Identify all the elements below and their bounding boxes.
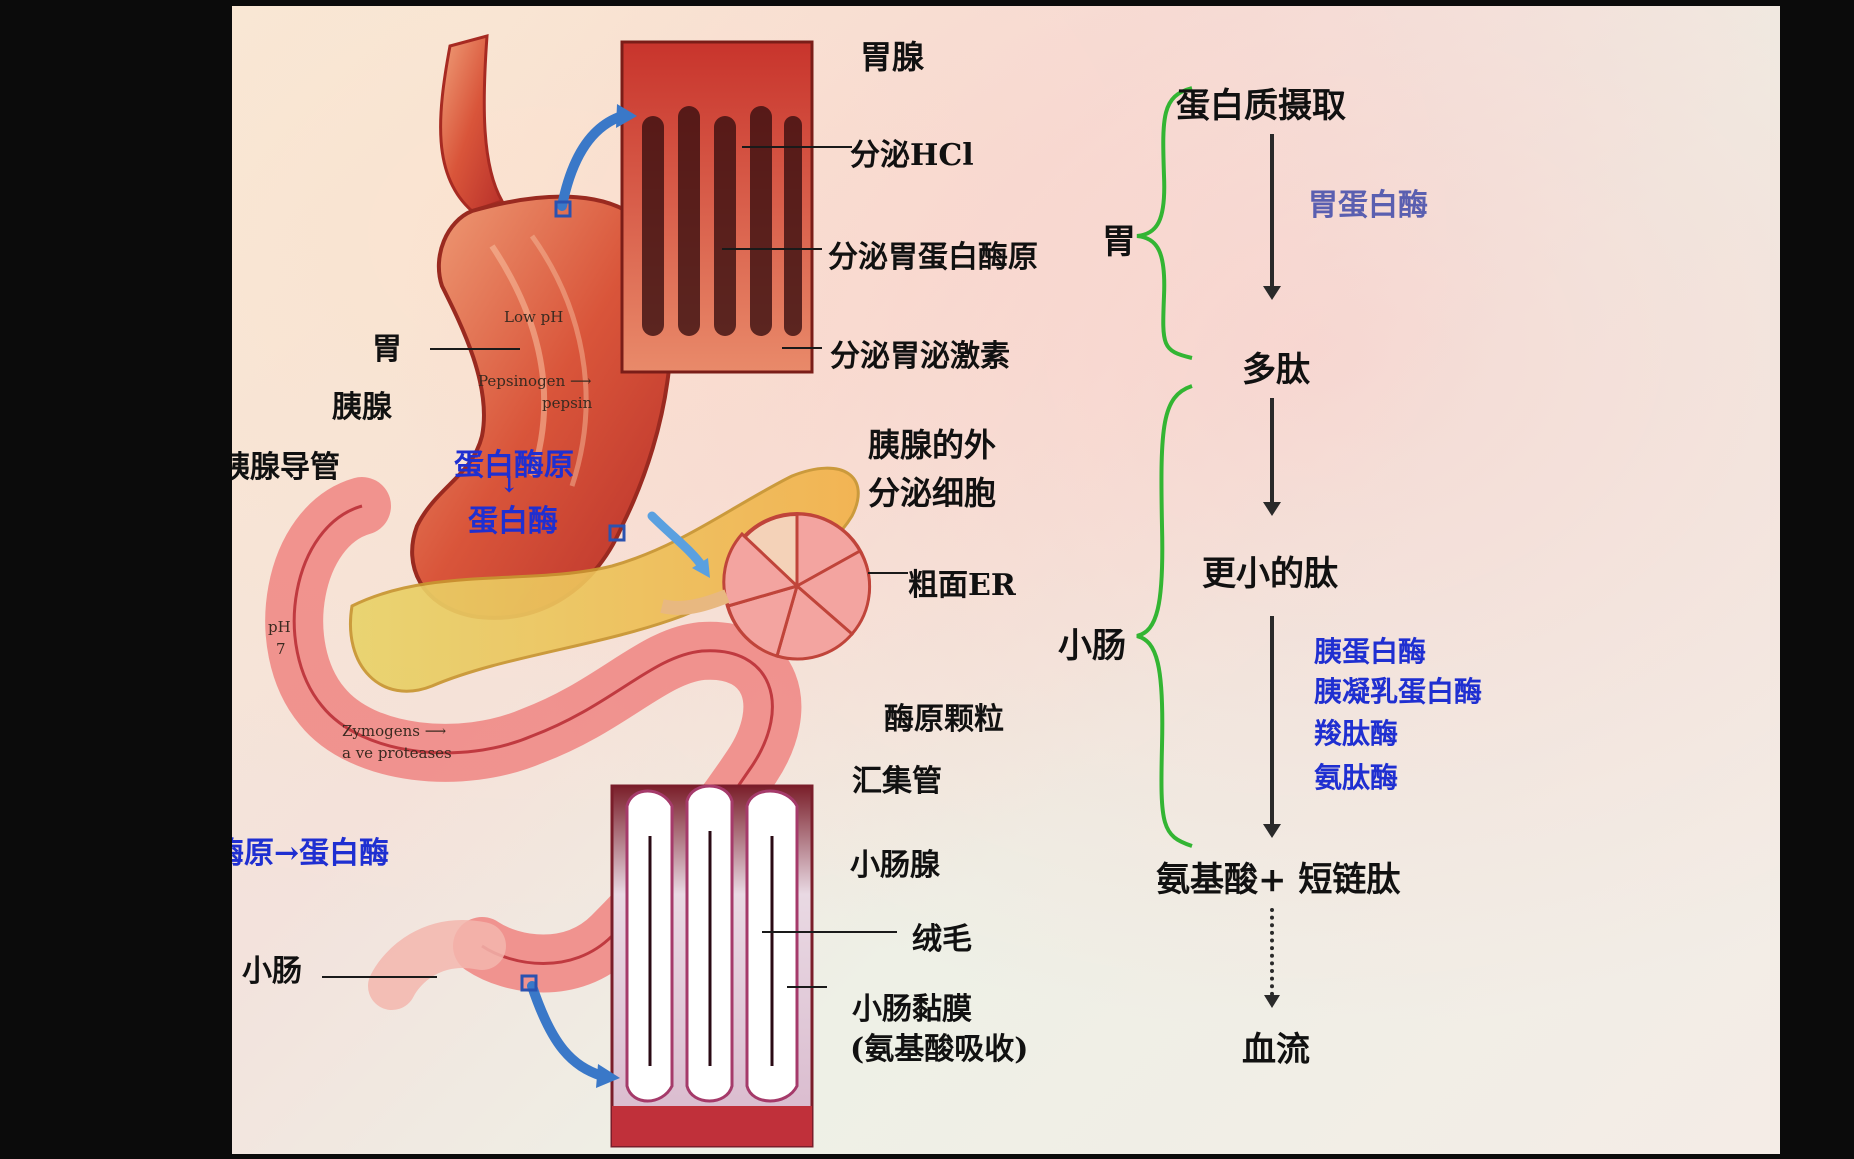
pancreatic-duct-label: 胰腺导管 [232,450,340,485]
proenzyme-arrow: ↓ [500,472,519,498]
flow-arrow-4-dotted [1264,908,1280,1008]
slide: 胃腺 分泌HCl 分泌胃蛋白酶原 分泌胃泌激素 胃 胰腺 胰腺导管 Low pH… [232,6,1780,1154]
flow-step-amino-acids: 氨基酸+ 短链肽 [1156,860,1401,900]
flow-step-smaller-peptides: 更小的肽 [1202,554,1338,594]
brace-stomach-label: 胃 [1102,222,1136,262]
enzyme-trypsin: 胰蛋白酶 [1314,635,1427,668]
zymogens-label: Zymogens ⟶ [342,722,447,740]
ph-value: 7 [276,640,286,658]
pancreas-label: 胰腺 [332,390,392,425]
pancreas-shape [349,466,860,693]
secretes-gastrin-label: 分泌胃泌激素 [830,339,1010,374]
exocrine-cell-label-2: 分泌细胞 [868,474,997,512]
brace-stomach [1136,86,1193,360]
brace-small-intestine [1136,384,1193,848]
pepsinogen-label: Pepsinogen ⟶ [478,372,592,390]
enzyme-carboxypeptidase: 羧肽酶 [1314,717,1399,750]
protease-label: 蛋白酶 [468,504,558,539]
digestive-anatomy-illustration [265,34,1193,1148]
ph-label: pH [268,618,291,636]
exocrine-cell-label-1: 胰腺的外 [868,426,997,464]
stomach-label: 胃 [372,332,402,367]
enzyme-aminopeptidase: 氨肽酶 [1314,761,1399,794]
flow-step-protein-intake: 蛋白质摄取 [1176,86,1346,126]
collecting-duct-label: 汇集管 [852,764,942,799]
zymogen-granule-label: 酶原颗粒 [884,702,1004,737]
flow-arrow-2 [1263,398,1281,516]
secretes-hcl-label: 分泌HCl [850,138,974,173]
rough-er-label: 粗面ER [908,568,1016,603]
zymogen-to-protease-label: 酶原→蛋白酶 [232,836,390,871]
small-intestine-shape [368,920,506,1010]
enzyme-chymotrypsin: 胰凝乳蛋白酶 [1314,675,1483,708]
flow-step-bloodstream: 血流 [1242,1030,1310,1070]
villi-label: 绒毛 [912,922,972,957]
brace-intestine-label: 小肠 [1058,626,1126,666]
mucosa-label-1: 小肠黏膜 [852,992,972,1027]
enzyme-pepsin: 胃蛋白酶 [1308,188,1428,223]
pepsin-label: pepsin [542,394,593,412]
active-proteases-label: a ve proteases [342,744,452,762]
low-ph-label: Low pH [504,308,564,326]
flow-step-polypeptide: 多肽 [1242,350,1310,390]
small-intestine-label: 小肠 [242,954,302,989]
flow-arrow-1 [1263,134,1281,300]
flow-arrow-3 [1263,616,1281,838]
mucosa-label-2: (氨基酸吸收) [850,1032,1029,1067]
proenzyme-label: 蛋白酶原 [454,448,574,483]
gastric-gland-title: 胃腺 [860,38,925,76]
secretes-pepsinogen-label: 分泌胃蛋白酶原 [828,240,1038,275]
esophagus-shape [439,34,505,213]
intestinal-gland-label: 小肠腺 [850,848,940,883]
